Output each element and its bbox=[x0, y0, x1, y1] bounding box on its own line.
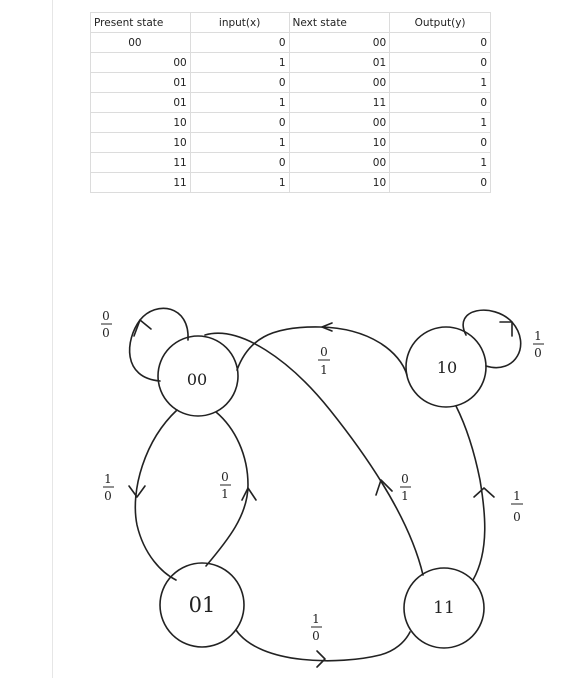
label-11-to-10-input: 1 bbox=[513, 489, 521, 503]
arrow-10-self bbox=[499, 321, 513, 337]
label-11-to-00-input: 0 bbox=[401, 472, 409, 486]
table-row: 11 0 00 1 bbox=[90, 152, 491, 173]
table-row: 00 1 01 0 bbox=[90, 52, 491, 73]
arrow-01-to-11 bbox=[316, 650, 326, 668]
arrow-00-self bbox=[133, 319, 152, 337]
arrow-10-to-00 bbox=[321, 322, 333, 332]
arrow-01-to-00 bbox=[241, 487, 257, 501]
cell-present-state: 01 bbox=[90, 92, 191, 113]
label-00-self: 0 0 bbox=[101, 309, 112, 340]
table-header-row: Present state input(x) Next state Output… bbox=[90, 12, 491, 33]
table-row: 10 0 00 1 bbox=[90, 112, 491, 133]
arrow-11-to-10 bbox=[473, 487, 495, 498]
label-00-self-output: 0 bbox=[102, 326, 110, 340]
edge-01-to-11 bbox=[235, 629, 411, 662]
label-00-to-01-output: 0 bbox=[104, 489, 112, 503]
label-11-to-00: 0 1 bbox=[400, 472, 411, 503]
label-11-to-10-output: 0 bbox=[513, 510, 521, 524]
cell-next-state: 10 bbox=[288, 172, 391, 193]
state-11-circle bbox=[403, 567, 485, 649]
cell-input: 0 bbox=[189, 112, 290, 133]
table-row: 10 1 10 0 bbox=[90, 132, 491, 153]
header-next-state: Next state bbox=[288, 12, 391, 33]
cell-present-state: 11 bbox=[90, 172, 191, 193]
label-01-to-11: 1 0 bbox=[311, 612, 322, 643]
label-01-to-00-output: 1 bbox=[221, 487, 229, 501]
label-00-to-01-input: 1 bbox=[104, 472, 112, 486]
table-row: 11 1 10 0 bbox=[90, 172, 491, 193]
cell-output: 0 bbox=[389, 172, 491, 193]
edge-01-to-00 bbox=[205, 411, 249, 567]
edge-11-to-10 bbox=[455, 405, 486, 581]
state-10-circle bbox=[405, 326, 487, 408]
label-11-to-10: 1 0 bbox=[511, 489, 523, 524]
state-10-label: 10 bbox=[437, 358, 457, 377]
label-10-self-output: 0 bbox=[534, 346, 542, 360]
table-row: 01 0 00 1 bbox=[90, 72, 491, 93]
label-00-to-01: 1 0 bbox=[103, 472, 114, 503]
edge-11-to-00 bbox=[204, 332, 424, 576]
label-10-to-00: 0 1 bbox=[318, 345, 330, 377]
left-rule bbox=[52, 0, 53, 678]
edge-10-self bbox=[462, 309, 522, 369]
state-11-label: 11 bbox=[433, 598, 455, 618]
label-00-self-input: 0 bbox=[102, 309, 110, 323]
label-01-to-00: 0 1 bbox=[220, 470, 231, 501]
label-10-to-00-input: 0 bbox=[320, 345, 328, 359]
cell-next-state: 11 bbox=[288, 92, 391, 113]
state-00-label: 00 bbox=[187, 370, 207, 389]
label-10-self: 1 0 bbox=[533, 329, 544, 360]
label-01-to-11-input: 1 bbox=[312, 612, 320, 626]
header-output: Output(y) bbox=[389, 12, 491, 33]
state-01-circle bbox=[159, 562, 245, 648]
arrow-11-to-00 bbox=[375, 479, 393, 496]
header-input: input(x) bbox=[189, 12, 290, 33]
table-row: 01 1 11 0 bbox=[90, 92, 491, 113]
state-00-circle bbox=[157, 335, 239, 417]
label-01-to-11-output: 0 bbox=[312, 629, 320, 643]
cell-next-state: 00 bbox=[288, 32, 391, 53]
arrow-00-to-01 bbox=[128, 485, 146, 498]
label-10-self-input: 1 bbox=[534, 329, 542, 343]
cell-present-state: 10 bbox=[90, 132, 191, 153]
state-table: Present state input(x) Next state Output… bbox=[90, 12, 491, 193]
label-11-to-00-output: 1 bbox=[401, 489, 409, 503]
cell-input: 1 bbox=[189, 172, 290, 193]
edge-10-to-00 bbox=[236, 326, 408, 376]
label-10-to-00-output: 1 bbox=[320, 363, 328, 377]
label-01-to-00-input: 0 bbox=[221, 470, 229, 484]
state-01-label: 01 bbox=[189, 593, 216, 617]
edge-00-to-01 bbox=[134, 409, 178, 581]
